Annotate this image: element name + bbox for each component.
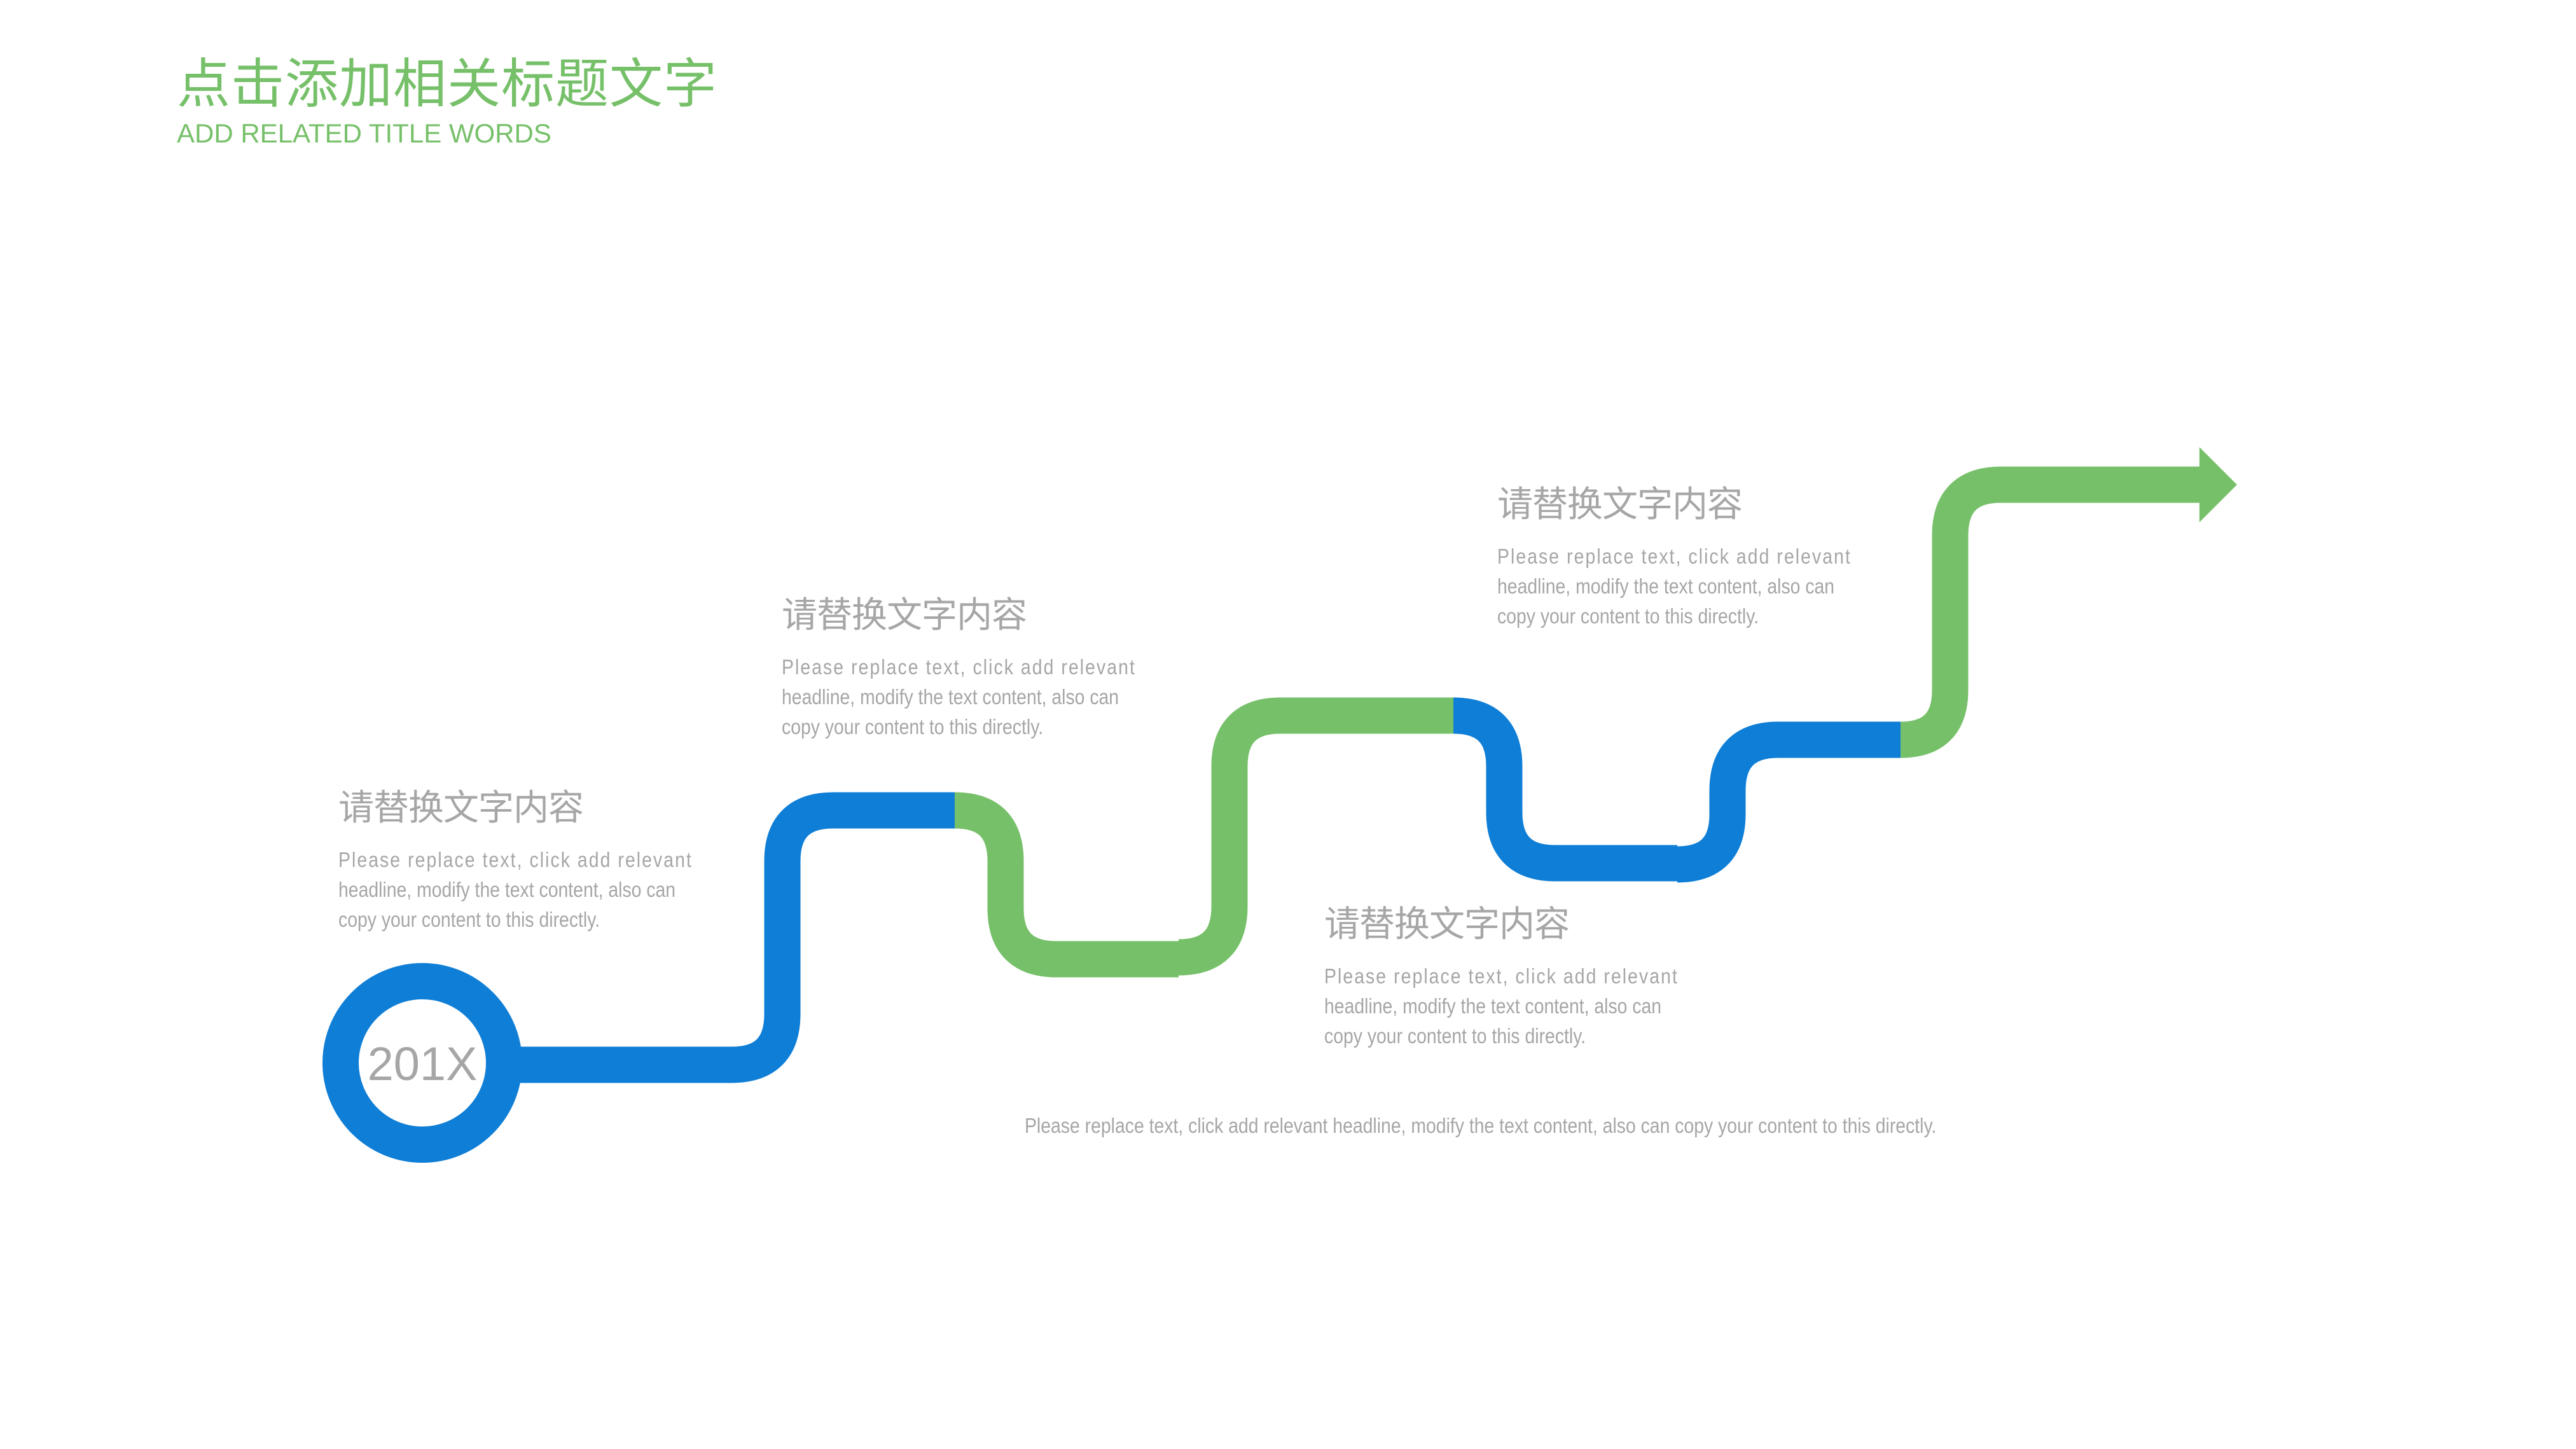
milestone-body-line: headline, modify the text content, also …	[338, 878, 676, 901]
milestone-body-line: Please replace text, click add relevant	[1324, 964, 1679, 988]
milestone-body-line: headline, modify the text content, also …	[1497, 574, 1835, 598]
milestone-body-line: copy your content to this directly.	[1497, 604, 1759, 628]
milestone-body: Please replace text, click add relevant …	[338, 845, 758, 934]
arrow-right-icon	[2199, 447, 2237, 522]
timeline-segment-3	[1178, 697, 1453, 976]
milestone-body-line: copy your content to this directly.	[1324, 1024, 1586, 1048]
start-ring	[322, 963, 522, 1163]
start-year-label: 201X	[367, 1037, 478, 1090]
milestone-heading: 请替换文字内容	[782, 595, 1027, 636]
milestone-text-4: 请替换文字内容 Please replace text, click add r…	[1497, 483, 1917, 631]
milestone-heading: 请替换文字内容	[1497, 484, 1743, 525]
milestone-body-line: Please replace text, click add relevant	[1497, 544, 1852, 568]
page-subtitle: ADD RELATED TITLE WORDS	[177, 118, 551, 148]
milestone-body-line: copy your content to this directly.	[782, 715, 1044, 738]
milestone-text-1: 请替换文字内容 Please replace text, click add r…	[338, 786, 758, 934]
page-title: 点击添加相关标题文字	[177, 53, 718, 115]
milestone-heading: 请替换文字内容	[338, 787, 584, 829]
milestone-body: Please replace text, click add relevant …	[1324, 961, 1744, 1051]
timeline-segment-5	[1676, 721, 1901, 883]
timeline-segment-2	[954, 792, 1179, 978]
milestone-body-line: Please replace text, click add relevant	[338, 848, 693, 871]
timeline-segment-4	[1453, 697, 1677, 882]
timeline-segment-1	[483, 792, 955, 1083]
milestone-heading: 请替换文字内容	[1324, 904, 1570, 945]
milestone-text-2: 请替换文字内容 Please replace text, click add r…	[782, 593, 1201, 742]
milestone-body: Please replace text, click add relevant …	[1497, 541, 1917, 631]
milestone-body: Please replace text, click add relevant …	[782, 652, 1201, 742]
milestone-body-line: headline, modify the text content, also …	[1324, 994, 1662, 1018]
milestone-text-3: 请替换文字内容 Please replace text, click add r…	[1324, 903, 1744, 1051]
milestone-body-line: copy your content to this directly.	[338, 908, 600, 931]
milestone-body-line: headline, modify the text content, also …	[782, 685, 1119, 709]
timeline-segment-6	[1899, 466, 2201, 758]
footer-caption: Please replace text, click add relevant …	[1025, 1114, 1937, 1137]
milestone-body-line: Please replace text, click add relevant	[782, 655, 1136, 679]
